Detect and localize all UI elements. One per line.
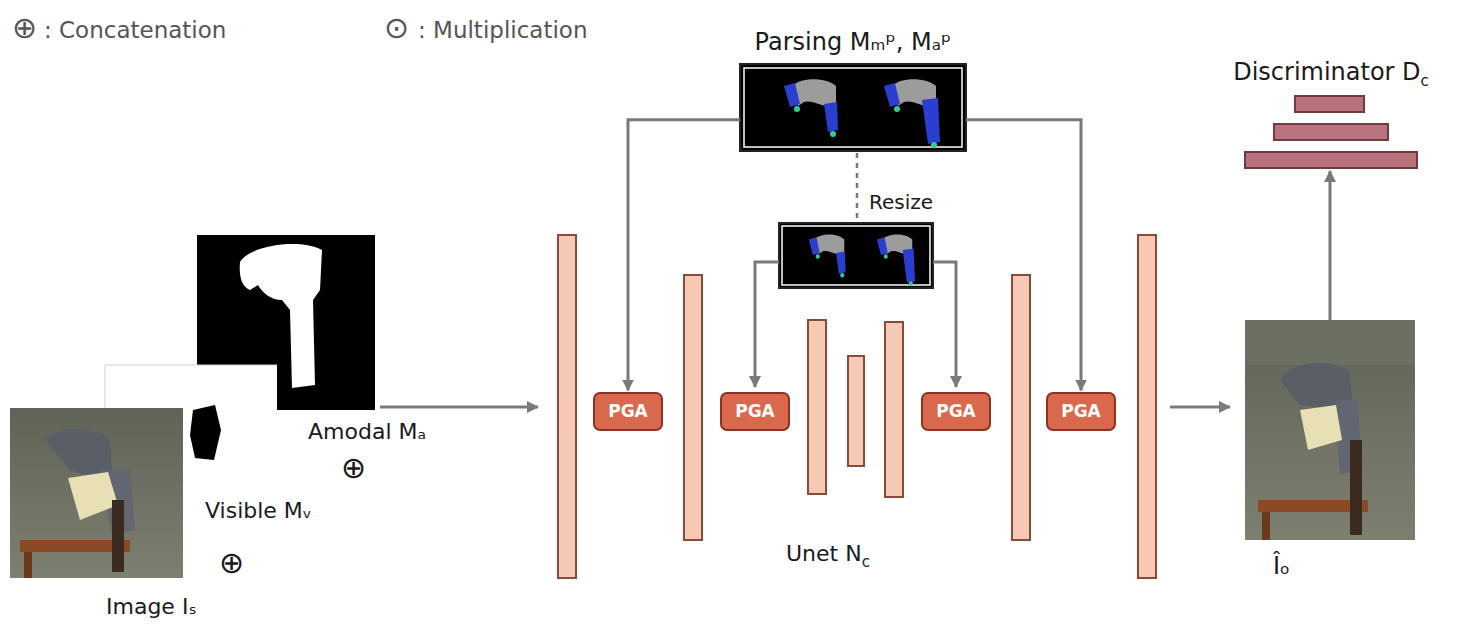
diagram-label: ⊕ [341,450,366,485]
pga-block: PGA [921,392,991,431]
node-text: Îₒ [1273,552,1290,580]
label-text: ⊕ [219,545,244,580]
label-text: c [862,553,870,571]
flow-arrow [1329,171,1332,320]
legend-text: : Multiplication [418,17,587,43]
diagram-label: Amodal Mₐ [308,419,426,444]
diagram-label: Resize [869,190,933,214]
node-heading: Parsing Mₘᵖ, Mₐᵖ [755,28,952,56]
node-text: PGA [1061,401,1101,421]
figure-block: Parsing Mₘᵖ, Mₐᵖ [740,64,966,151]
legend-text: : Concatenation [44,17,226,43]
node-text: PGA [936,401,976,421]
label-text: Unet N [786,541,862,566]
diagram-label: ⊙ [384,10,409,45]
node-caption: Îₒ [1273,552,1290,580]
diagram-label: Image Iₛ [106,594,197,619]
label-text: ⊕ [341,450,366,485]
figure-block: Discriminator Dc [1245,94,1417,170]
node-text: PGA [735,401,775,421]
node-text: Parsing Mₘᵖ, Mₐᵖ [755,28,952,56]
label-text: Visible Mᵥ [205,498,312,523]
pga-block: PGA [1046,392,1116,431]
node-text: c [1421,72,1429,90]
flow-arrow [628,120,740,391]
label-text: ⊕ [12,10,37,45]
diagram-label: ⊕ [12,10,37,45]
diagram-label: ⊕ [219,545,244,580]
flow-arrow [966,120,1081,391]
legend-item: : Concatenation [44,17,226,43]
legend-item: : Multiplication [418,17,587,43]
diagram-label: Visible Mᵥ [205,498,312,523]
pga-block: PGA [593,392,663,431]
node-text: Discriminator D [1233,58,1420,86]
label-text: Image Iₛ [106,594,197,619]
node-heading: Discriminator Dc [1233,58,1429,86]
label-text: ⊙ [384,10,409,45]
node-text: PGA [608,401,648,421]
label-text: Amodal Mₐ [308,419,426,444]
diagram-label: Unet Nc [786,541,870,566]
pga-block: PGA [720,392,790,431]
label-text: Resize [869,190,933,214]
image-block: Îₒ [1245,320,1415,540]
